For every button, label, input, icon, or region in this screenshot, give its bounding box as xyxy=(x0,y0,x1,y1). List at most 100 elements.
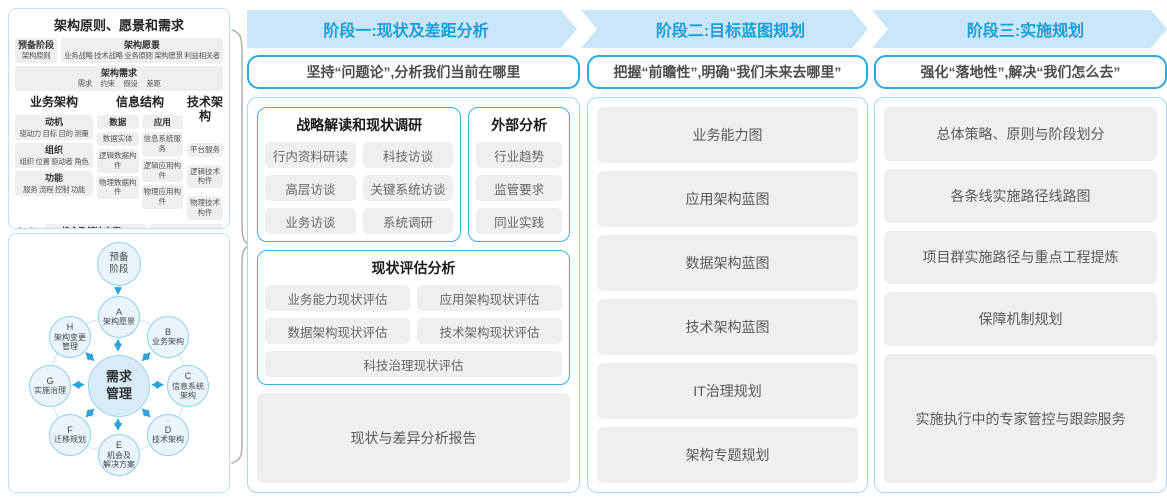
double-arrow xyxy=(85,352,95,362)
adm-node-b: B 业务架构 xyxy=(147,316,189,358)
phase-3-item: 总体策略、原则与阶段划分 xyxy=(884,107,1157,161)
information-structure-column: 信息结构 数据 数据实体 逻辑数据构件 物理数据构件 应用 信息系统服务 逻辑应… xyxy=(97,95,183,220)
phase-2-subtitle: 把握“前瞻性”,明确“我们未来去哪里” xyxy=(587,55,868,89)
info-system-service-box: 信息系统服务 xyxy=(141,132,183,156)
architecture-vision-sub: 业务战略 技术战略 业务原则 架构愿景 利益相关者 xyxy=(64,51,220,61)
research-item: 高层访谈 xyxy=(265,175,356,201)
phase-2-item: 数据架构蓝图 xyxy=(597,235,858,291)
assessment-group: 现状评估分析 业务能力现状评估 应用架构现状评估 数据架构现状评估 技术架构现状… xyxy=(257,250,570,385)
logical-data-box: 逻辑数据构件 xyxy=(97,149,139,173)
double-arrow xyxy=(141,408,151,418)
adm-node-g: G 实施治理 xyxy=(29,365,71,407)
framework-title: 架构原则、愿景和需求 xyxy=(53,18,184,33)
phase-1-subtitle: 坚持“问题论”,分析我们当前在哪里 xyxy=(247,55,580,89)
business-architecture-title: 业务架构 xyxy=(29,95,78,109)
application-header: 应用 xyxy=(141,115,183,130)
external-analysis-stack: 行业趋势 监管要求 同业实践 xyxy=(476,142,562,234)
assessment-item: 数据架构现状评估 xyxy=(265,318,410,344)
architecture-vision-title: 架构愿景 xyxy=(123,40,160,50)
research-group-title: 战略解读和现状调研 xyxy=(296,117,423,133)
prep-phase-box: 预备阶段 架构原则 xyxy=(15,38,57,63)
gap-analysis-report-box: 现状与差异分析报告 xyxy=(257,393,570,483)
information-structure-title: 信息结构 xyxy=(115,95,164,109)
architecture-columns: 业务架构 动机 驱动力 目标 目的 测量 组织 组织 位置 驱动者 角色 功能 … xyxy=(15,95,223,220)
assessment-item: 科技治理现状评估 xyxy=(265,351,562,377)
adm-cycle-panel: 预备 阶段 需求 管理 A 架构愿景 B 业务架构 C 信息系统 架构 D 技术… xyxy=(8,233,230,493)
architecture-requirements-box: 架构需求 需求 约束 假设 差距 xyxy=(15,66,223,91)
business-motivation-box: 动机 驱动力 目标 目的 测量 xyxy=(15,115,93,141)
logical-app-box: 逻辑应用构件 xyxy=(141,158,183,183)
adm-node-e: E 机会及 解决方案 xyxy=(98,434,140,476)
business-organization-box: 组织 组织 位置 驱动者 角色 xyxy=(15,143,93,169)
prep-vision-row: 预备阶段 架构原则 架构愿景 业务战略 技术战略 业务原则 架构愿景 利益相关者 xyxy=(15,38,223,63)
phase-1-band: 阶段一:现状及差距分析 xyxy=(247,10,577,48)
phase-2-item: 技术架构蓝图 xyxy=(597,299,858,355)
double-arrow xyxy=(85,408,95,418)
assessment-item: 业务能力现状评估 xyxy=(265,285,410,311)
phase-3-item: 实施执行中的专家管控与跟踪服务 xyxy=(884,354,1157,483)
logical-tech-box: 逻辑技术构件 xyxy=(187,164,223,189)
adm-node-a: A 架构愿景 xyxy=(98,296,140,338)
phase-3-item: 项目群实施路径与重点工程提炼 xyxy=(884,230,1157,285)
phase-1-top-row: 战略解读和现状调研 行内资料研读 科技访谈 高层访谈 关键系统访谈 业务访谈 系… xyxy=(257,107,570,242)
architecture-requirements-sub: 需求 约束 假设 差距 xyxy=(77,79,161,89)
adm-center-node: 需求 管理 xyxy=(88,355,150,417)
phase-2-item: IT治理规划 xyxy=(597,363,858,419)
external-item: 监管要求 xyxy=(476,175,562,201)
physical-tech-box: 物理技术构件 xyxy=(187,196,223,220)
external-item: 行业趋势 xyxy=(476,142,562,168)
assessment-grid: 业务能力现状评估 应用架构现状评估 数据架构现状评估 技术架构现状评估 科技治理… xyxy=(265,285,562,377)
research-item: 行内资料研读 xyxy=(265,142,356,168)
architecture-realization-label: 架构 实现 xyxy=(15,224,41,229)
phase-2-panel: 业务能力图 应用架构蓝图 数据架构蓝图 技术架构蓝图 IT治理规划 架构专题规划 xyxy=(587,97,868,493)
phase-2-band: 阶段二:目标蓝图规划 xyxy=(581,10,868,48)
external-item: 同业实践 xyxy=(476,208,562,234)
data-entity-box: 数据实体 xyxy=(97,132,139,147)
data-subcolumn: 数据 数据实体 逻辑数据构件 物理数据构件 xyxy=(97,115,139,209)
double-arrow xyxy=(141,352,151,362)
physical-data-box: 物理数据构件 xyxy=(97,175,139,200)
phase-2-item: 业务能力图 xyxy=(597,107,858,163)
external-analysis-group: 外部分析 行业趋势 监管要求 同业实践 xyxy=(468,107,570,242)
research-item: 系统调研 xyxy=(362,208,454,234)
external-analysis-title: 外部分析 xyxy=(491,117,548,133)
phase-3-band: 阶段三:实施规划 xyxy=(872,10,1167,48)
phase-3-item: 各条线实施路径线路图 xyxy=(884,168,1157,223)
adm-prep-node: 预备 阶段 xyxy=(97,242,141,286)
requirements-row: 架构需求 需求 约束 假设 差距 xyxy=(15,66,223,91)
research-item: 业务访谈 xyxy=(265,208,356,234)
phase-3-subtitle: 强化“落地性”,解决“我们怎么去” xyxy=(874,55,1167,89)
business-function-box: 功能 服务 流程 控制 功能 xyxy=(15,171,93,197)
adm-node-f: F 迁移规划 xyxy=(49,414,91,456)
assessment-group-title: 现状评估分析 xyxy=(371,260,456,276)
platform-service-box: 平台服务 xyxy=(187,142,223,157)
application-subcolumn: 应用 信息系统服务 逻辑应用构件 物理应用构件 xyxy=(141,115,183,209)
research-group: 战略解读和现状调研 行内资料研读 科技访谈 高层访谈 关键系统访谈 业务访谈 系… xyxy=(257,107,462,242)
technology-architecture-column: 技术架构 平台服务 逻辑技术构件 物理技术构件 xyxy=(187,95,223,220)
information-subcolumns: 数据 数据实体 逻辑数据构件 物理数据构件 应用 信息系统服务 逻辑应用构件 物… xyxy=(97,115,183,209)
assessment-item: 技术架构现状评估 xyxy=(417,318,562,344)
research-item: 科技访谈 xyxy=(362,142,454,168)
phase-1-panel: 战略解读和现状调研 行内资料研读 科技访谈 高层访谈 关键系统访谈 业务访谈 系… xyxy=(247,97,580,493)
assessment-item: 应用架构现状评估 xyxy=(417,285,562,311)
architecture-content-framework-panel: 架构原则、愿景和需求 预备阶段 架构原则 架构愿景 业务战略 技术战略 业务原则… xyxy=(8,8,230,229)
business-architecture-column: 业务架构 动机 驱动力 目标 目的 测量 组织 组织 位置 驱动者 角色 功能 … xyxy=(15,95,93,220)
adm-node-d: D 技术架构 xyxy=(147,414,189,456)
architecture-vision-box: 架构愿景 业务战略 技术战略 业务原则 架构愿景 利益相关者 xyxy=(61,38,223,63)
architecture-requirements-title: 架构需求 xyxy=(100,68,137,78)
prep-phase-sub: 架构原则 xyxy=(21,51,51,61)
technology-architecture-title: 技术架构 xyxy=(187,95,224,124)
research-grid: 行内资料研读 科技访谈 高层访谈 关键系统访谈 业务访谈 系统调研 xyxy=(265,142,454,234)
phase-3-item: 保障机制规划 xyxy=(884,292,1157,346)
phase-2-item: 应用架构蓝图 xyxy=(597,171,858,227)
data-header: 数据 xyxy=(97,115,139,130)
adm-node-h: H 架构变更 管理 xyxy=(49,316,91,358)
research-item: 关键系统访谈 xyxy=(362,175,454,201)
physical-app-box: 物理应用构件 xyxy=(141,185,183,209)
implementation-governance-box: 实施治理 标准 指引 规格 xyxy=(149,223,223,228)
phase-2-item: 架构专题规划 xyxy=(597,427,858,483)
phase-3-panel: 总体策略、原则与阶段划分 各条线实施路径线路图 项目群实施路径与重点工程提炼 保… xyxy=(874,97,1167,493)
